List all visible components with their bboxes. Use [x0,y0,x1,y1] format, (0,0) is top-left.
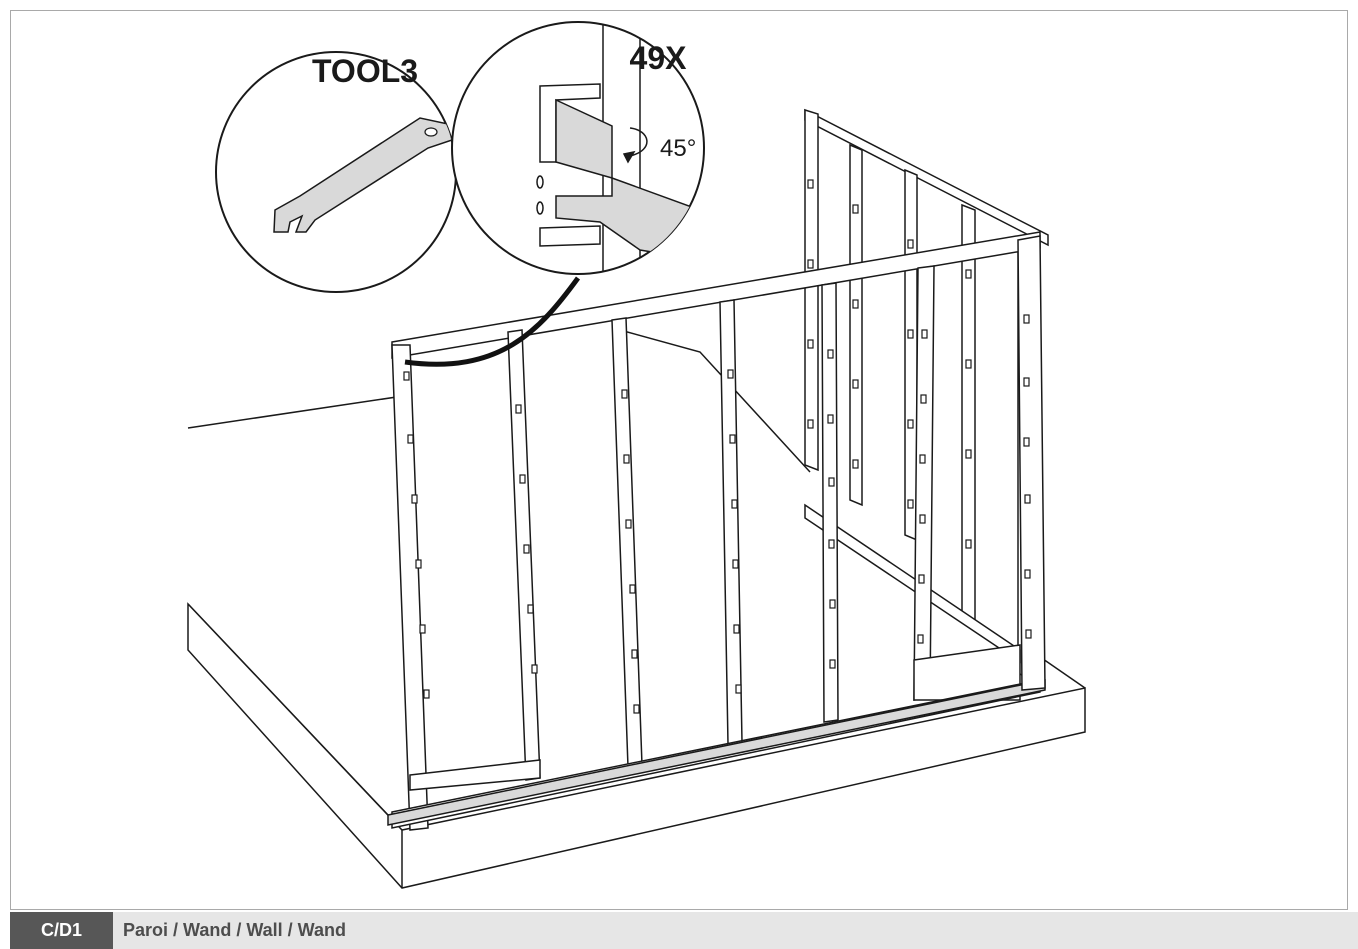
step-title: Paroi / Wand / Wall / Wand [123,920,347,940]
detail-callout: 49X 45° [451,21,705,275]
stud-slots [403,179,1032,714]
tool-label: TOOL3 [312,53,418,89]
rotate-arrow-icon [629,127,648,157]
wrench-icon [273,117,453,233]
assembly-diagram: TOOL3 49X 45° [187,21,1086,889]
page-frame [10,10,1348,910]
floor-slab [187,329,1086,889]
quantity-label: 49X [630,40,688,76]
step-footer: C/D1 Paroi / Wand / Wall / Wand [10,912,1358,949]
angle-label: 45° [660,135,696,162]
bracket-detail [536,22,701,274]
tool-callout: TOOL3 [215,51,457,293]
step-code: C/D1 [10,912,113,949]
callout-leader [404,276,581,367]
